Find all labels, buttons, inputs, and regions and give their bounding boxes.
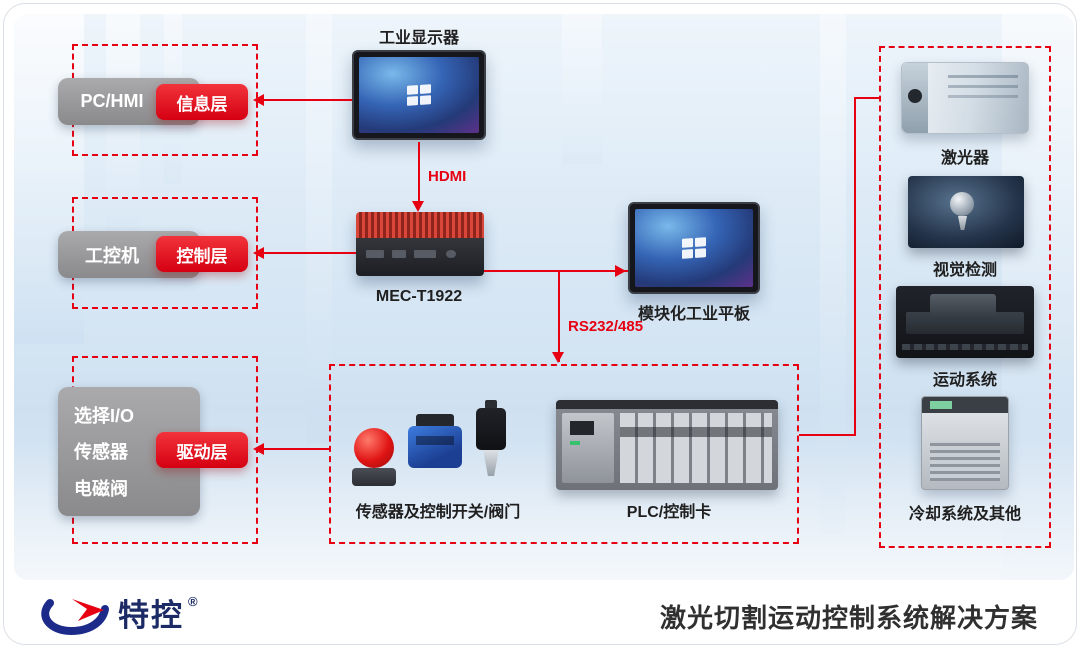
panel-label: 模块化工业平板 [637, 306, 750, 323]
brand-name: 特控 [118, 598, 184, 633]
arrow-right-icon [615, 265, 626, 277]
connector-line [855, 97, 881, 99]
plc-image [556, 400, 778, 490]
connector-line [484, 270, 628, 272]
windows-logo-icon [682, 237, 706, 259]
diagram-stage: 工业显示器 HDMI MEC-T1922 模块化工业平 [4, 4, 1076, 644]
industrial-panel-image [628, 202, 760, 294]
motion-system-image [896, 286, 1034, 358]
info-layer-badge: 信息层 [156, 84, 248, 120]
laser-label: 激光器 [940, 150, 989, 167]
cooling-label: 冷却系统及其他 [908, 506, 1021, 523]
brand-logo-mark [41, 599, 109, 636]
control-layer-badge: 控制层 [156, 236, 248, 272]
connector-line [418, 142, 420, 202]
heatsink-fins [356, 212, 484, 238]
hdmi-label: HDMI [428, 168, 467, 185]
monitor-screen [359, 57, 479, 133]
bottom-group-border [329, 364, 799, 544]
footer-bar: 特控 ® 激光切割运动控制系统解决方案 [4, 580, 1076, 644]
mec-front-panel [356, 238, 484, 276]
laser-image [901, 62, 1029, 134]
connector-line [264, 448, 329, 450]
connector-line [799, 434, 856, 436]
connector-line [264, 252, 356, 254]
page-frame: 工业显示器 HDMI MEC-T1922 模块化工业平 [3, 3, 1077, 645]
emergency-button-image [350, 428, 398, 486]
solution-title: 激光切割运动控制系统解决方案 [659, 603, 1038, 633]
io-line: 选择I/O [74, 406, 135, 427]
connector-line [558, 270, 560, 362]
arrow-down-icon [552, 352, 564, 363]
valve-line: 电磁阀 [74, 478, 128, 499]
arrow-down-icon [412, 201, 424, 212]
motion-label: 运动系统 [932, 372, 997, 389]
sensor-line: 传感器 [74, 442, 128, 463]
vision-label: 视觉检测 [932, 262, 997, 279]
arrow-left-icon [253, 94, 264, 106]
rs232-label: RS232/485 [568, 318, 644, 335]
industrial-monitor-label: 工业显示器 [378, 30, 459, 47]
vision-inspection-image [908, 176, 1024, 248]
drive-layer-badge: 驱动层 [156, 432, 248, 468]
brand-logo: 特控 ® [38, 594, 198, 638]
right-group-border [879, 46, 1051, 548]
photo-sensor-image [408, 414, 462, 470]
sensors-label: 传感器及控制开关/阀门 [355, 504, 521, 521]
cooling-system-image [921, 396, 1009, 490]
windows-logo-icon [407, 84, 431, 106]
arrow-left-icon [253, 443, 264, 455]
industrial-monitor-image [352, 50, 486, 140]
connector-line [264, 99, 352, 101]
mec-label: MEC-T1922 [375, 288, 463, 305]
panel-screen [635, 209, 753, 287]
connector-line [854, 97, 856, 436]
registered-mark: ® [188, 594, 198, 609]
mec-device-image [356, 212, 484, 276]
solenoid-valve-image [474, 400, 508, 478]
arrow-left-icon [253, 247, 264, 259]
plc-label: PLC/控制卡 [626, 504, 712, 521]
